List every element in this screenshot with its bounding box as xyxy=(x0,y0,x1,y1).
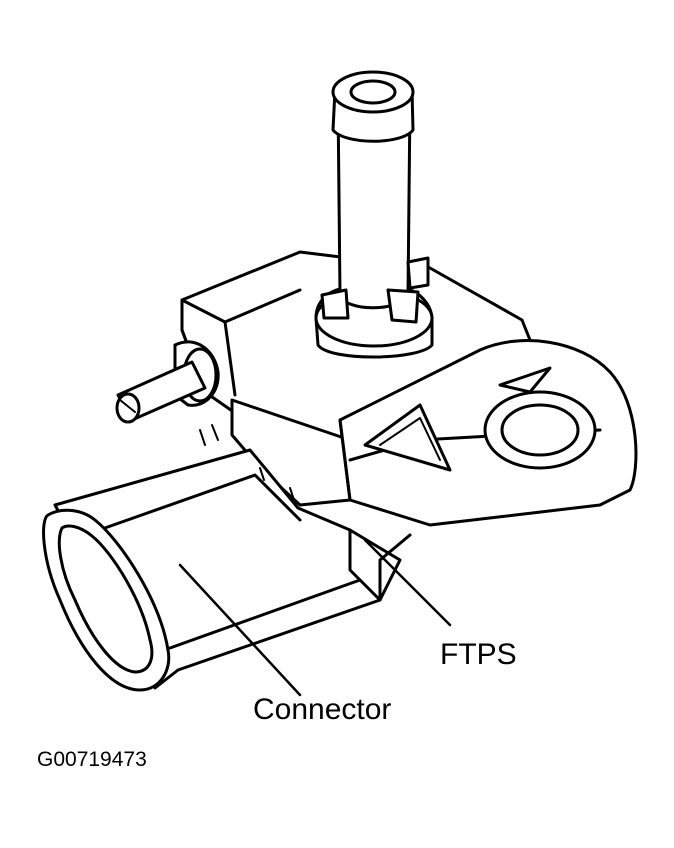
vacuum-nipple xyxy=(314,70,434,359)
figure-code: G00719473 xyxy=(37,748,147,771)
connector-housing xyxy=(42,424,412,692)
mounting-flange xyxy=(338,339,638,527)
side-port xyxy=(115,340,220,424)
ftps-leader-line xyxy=(363,538,452,627)
ftps-label: FTPS xyxy=(440,638,517,671)
connector-leader-line xyxy=(178,563,302,697)
connector-label: Connector xyxy=(253,693,392,726)
